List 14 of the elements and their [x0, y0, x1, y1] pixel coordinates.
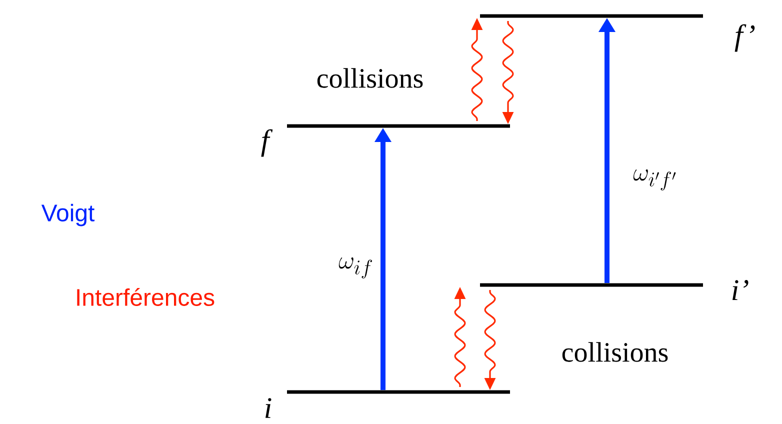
legend-text: Interférences	[77, 288, 214, 306]
energy-level	[480, 14, 703, 18]
annotation: collisions	[317, 68, 423, 88]
energy-level	[480, 283, 703, 287]
edge-label: $\omega_{if}$	[338, 257, 372, 278]
level-label: i’	[732, 280, 748, 300]
legend-text: Voigt	[41, 204, 94, 226]
edge-label: $\omega_{i'f'}$	[633, 169, 676, 190]
energy-level	[287, 124, 510, 128]
level-label: i	[266, 398, 272, 418]
annotation: collisions	[562, 342, 668, 362]
level-label: f	[261, 129, 273, 157]
energy-level	[287, 390, 510, 394]
level-label: f’	[734, 24, 755, 52]
